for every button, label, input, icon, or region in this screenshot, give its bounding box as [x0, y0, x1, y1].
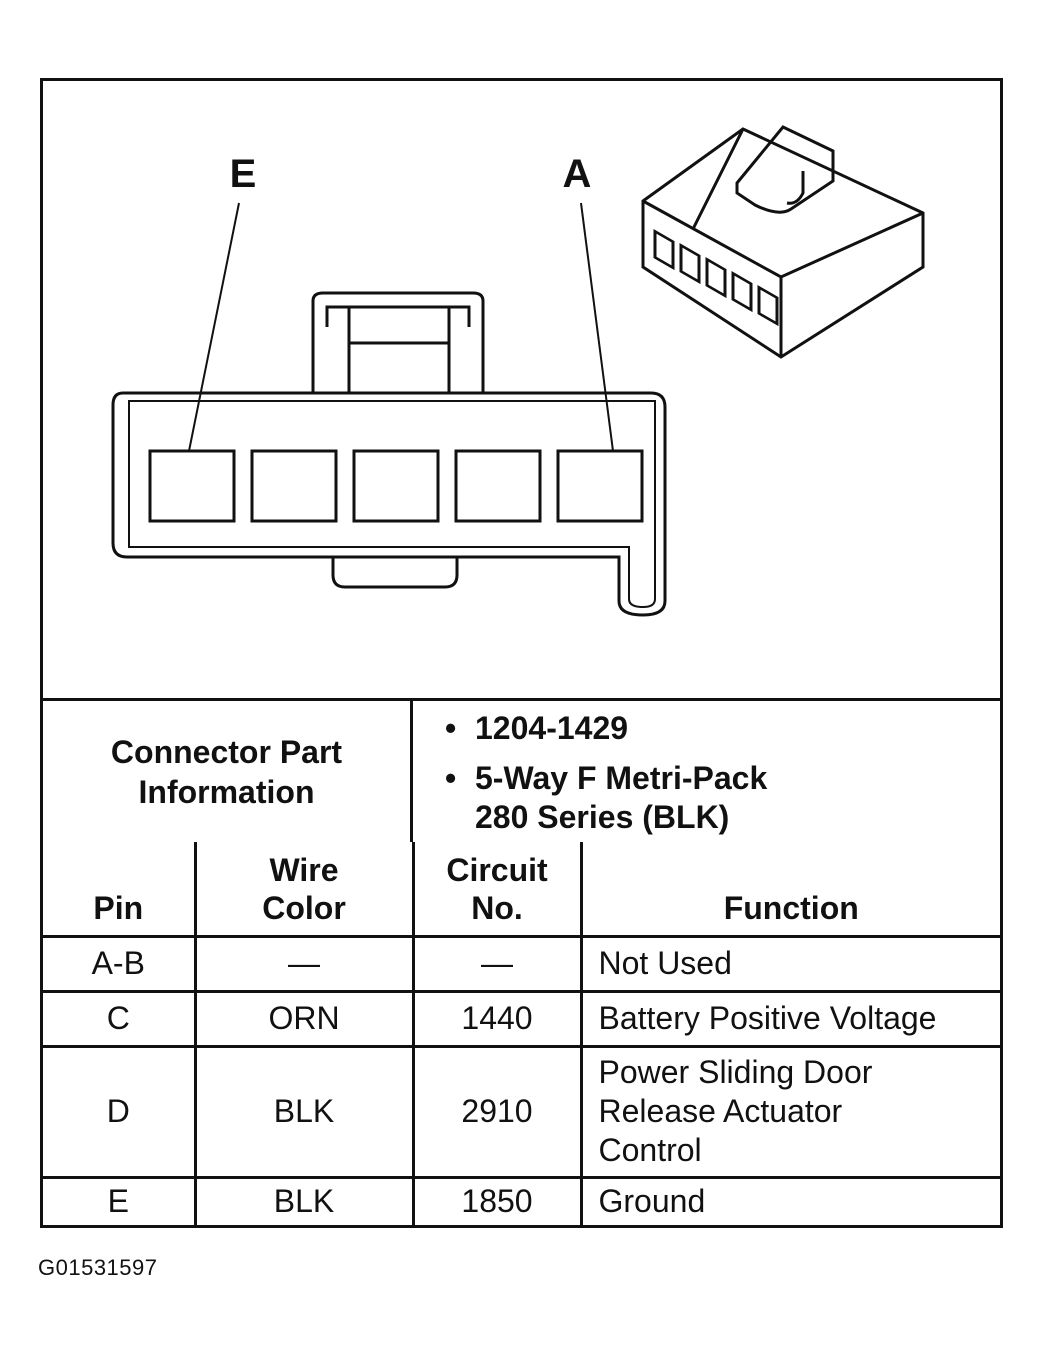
heading-line-2: Information	[138, 773, 315, 810]
wire-color-cell: BLK	[193, 1044, 415, 1179]
connector-body-inner	[128, 400, 656, 609]
function-cell: Power Sliding Door Release Actuator Cont…	[579, 1044, 1000, 1179]
table-row: A-B — — Not Used	[43, 934, 1000, 993]
connector-body-outline	[111, 391, 667, 617]
label-pin-a: A	[563, 152, 592, 196]
connector-bottom-tab	[331, 557, 459, 589]
function-cell: Not Used	[579, 934, 1000, 993]
header-wire-color: Wire Color	[193, 842, 415, 938]
circuit-cell: —	[411, 934, 583, 993]
cavity-c	[352, 449, 440, 523]
connector-latch	[311, 291, 485, 393]
part-number: 1204-1429	[475, 710, 629, 746]
circuit-cell: 1850	[411, 1175, 583, 1225]
cavity-a	[556, 449, 644, 523]
connector-info-details: • 1204-1429 • 5-Way F Metri-Pack 280 Ser…	[413, 701, 1000, 842]
pin-cell: D	[43, 1044, 197, 1179]
pin-cell: A-B	[43, 934, 197, 993]
heading-line-1: Connector Part	[110, 733, 343, 770]
table-row: D BLK 2910 Power Sliding Door Release Ac…	[43, 1044, 1000, 1179]
connector-diagram: E A	[111, 125, 925, 617]
wire-color-cell: —	[193, 934, 415, 993]
leader-line-a	[580, 202, 614, 452]
pin-cell: C	[43, 989, 197, 1048]
description-line-1: 5-Way F Metri-Pack	[475, 760, 768, 796]
circuit-cell: 2910	[411, 1044, 583, 1179]
connector-sheet: E A Connector Part Information • 1204-14…	[40, 78, 1003, 1228]
label-pin-e: E	[230, 152, 257, 196]
connector-part-info: Connector Part Information • 1204-1429 •…	[43, 698, 1000, 842]
bullet-icon: •	[445, 710, 457, 746]
wire-color-cell: ORN	[193, 989, 415, 1048]
part-description-item: • 5-Way F Metri-Pack 280 Series (BLK)	[445, 759, 768, 837]
description-line-2: 280 Series (BLK)	[475, 799, 730, 835]
function-cell: Battery Positive Voltage	[579, 989, 1000, 1048]
table-row: C ORN 1440 Battery Positive Voltage	[43, 989, 1000, 1048]
function-cell: Ground	[579, 1175, 1000, 1225]
connector-isometric-view	[641, 125, 925, 359]
table-header-row: Pin Wire Color Circuit No. Function	[43, 842, 1000, 938]
header-function: Function	[579, 842, 1000, 938]
table-row: E BLK 1850 Ground	[43, 1175, 1000, 1225]
wire-color-cell: BLK	[193, 1175, 415, 1225]
cavity-d	[250, 449, 338, 523]
pin-table: Pin Wire Color Circuit No. Function A-B …	[43, 842, 1000, 1225]
part-number-item: • 1204-1429	[445, 709, 629, 748]
header-circuit-no: Circuit No.	[411, 842, 583, 938]
pin-cell: E	[43, 1175, 197, 1225]
header-pin: Pin	[43, 842, 197, 938]
connector-info-heading: Connector Part Information	[43, 701, 413, 842]
cavity-e	[148, 449, 236, 523]
figure-id: G01531597	[38, 1255, 158, 1280]
cavity-b	[454, 449, 542, 523]
circuit-cell: 1440	[411, 989, 583, 1048]
leader-line-e	[188, 202, 240, 452]
bullet-icon: •	[445, 760, 457, 796]
